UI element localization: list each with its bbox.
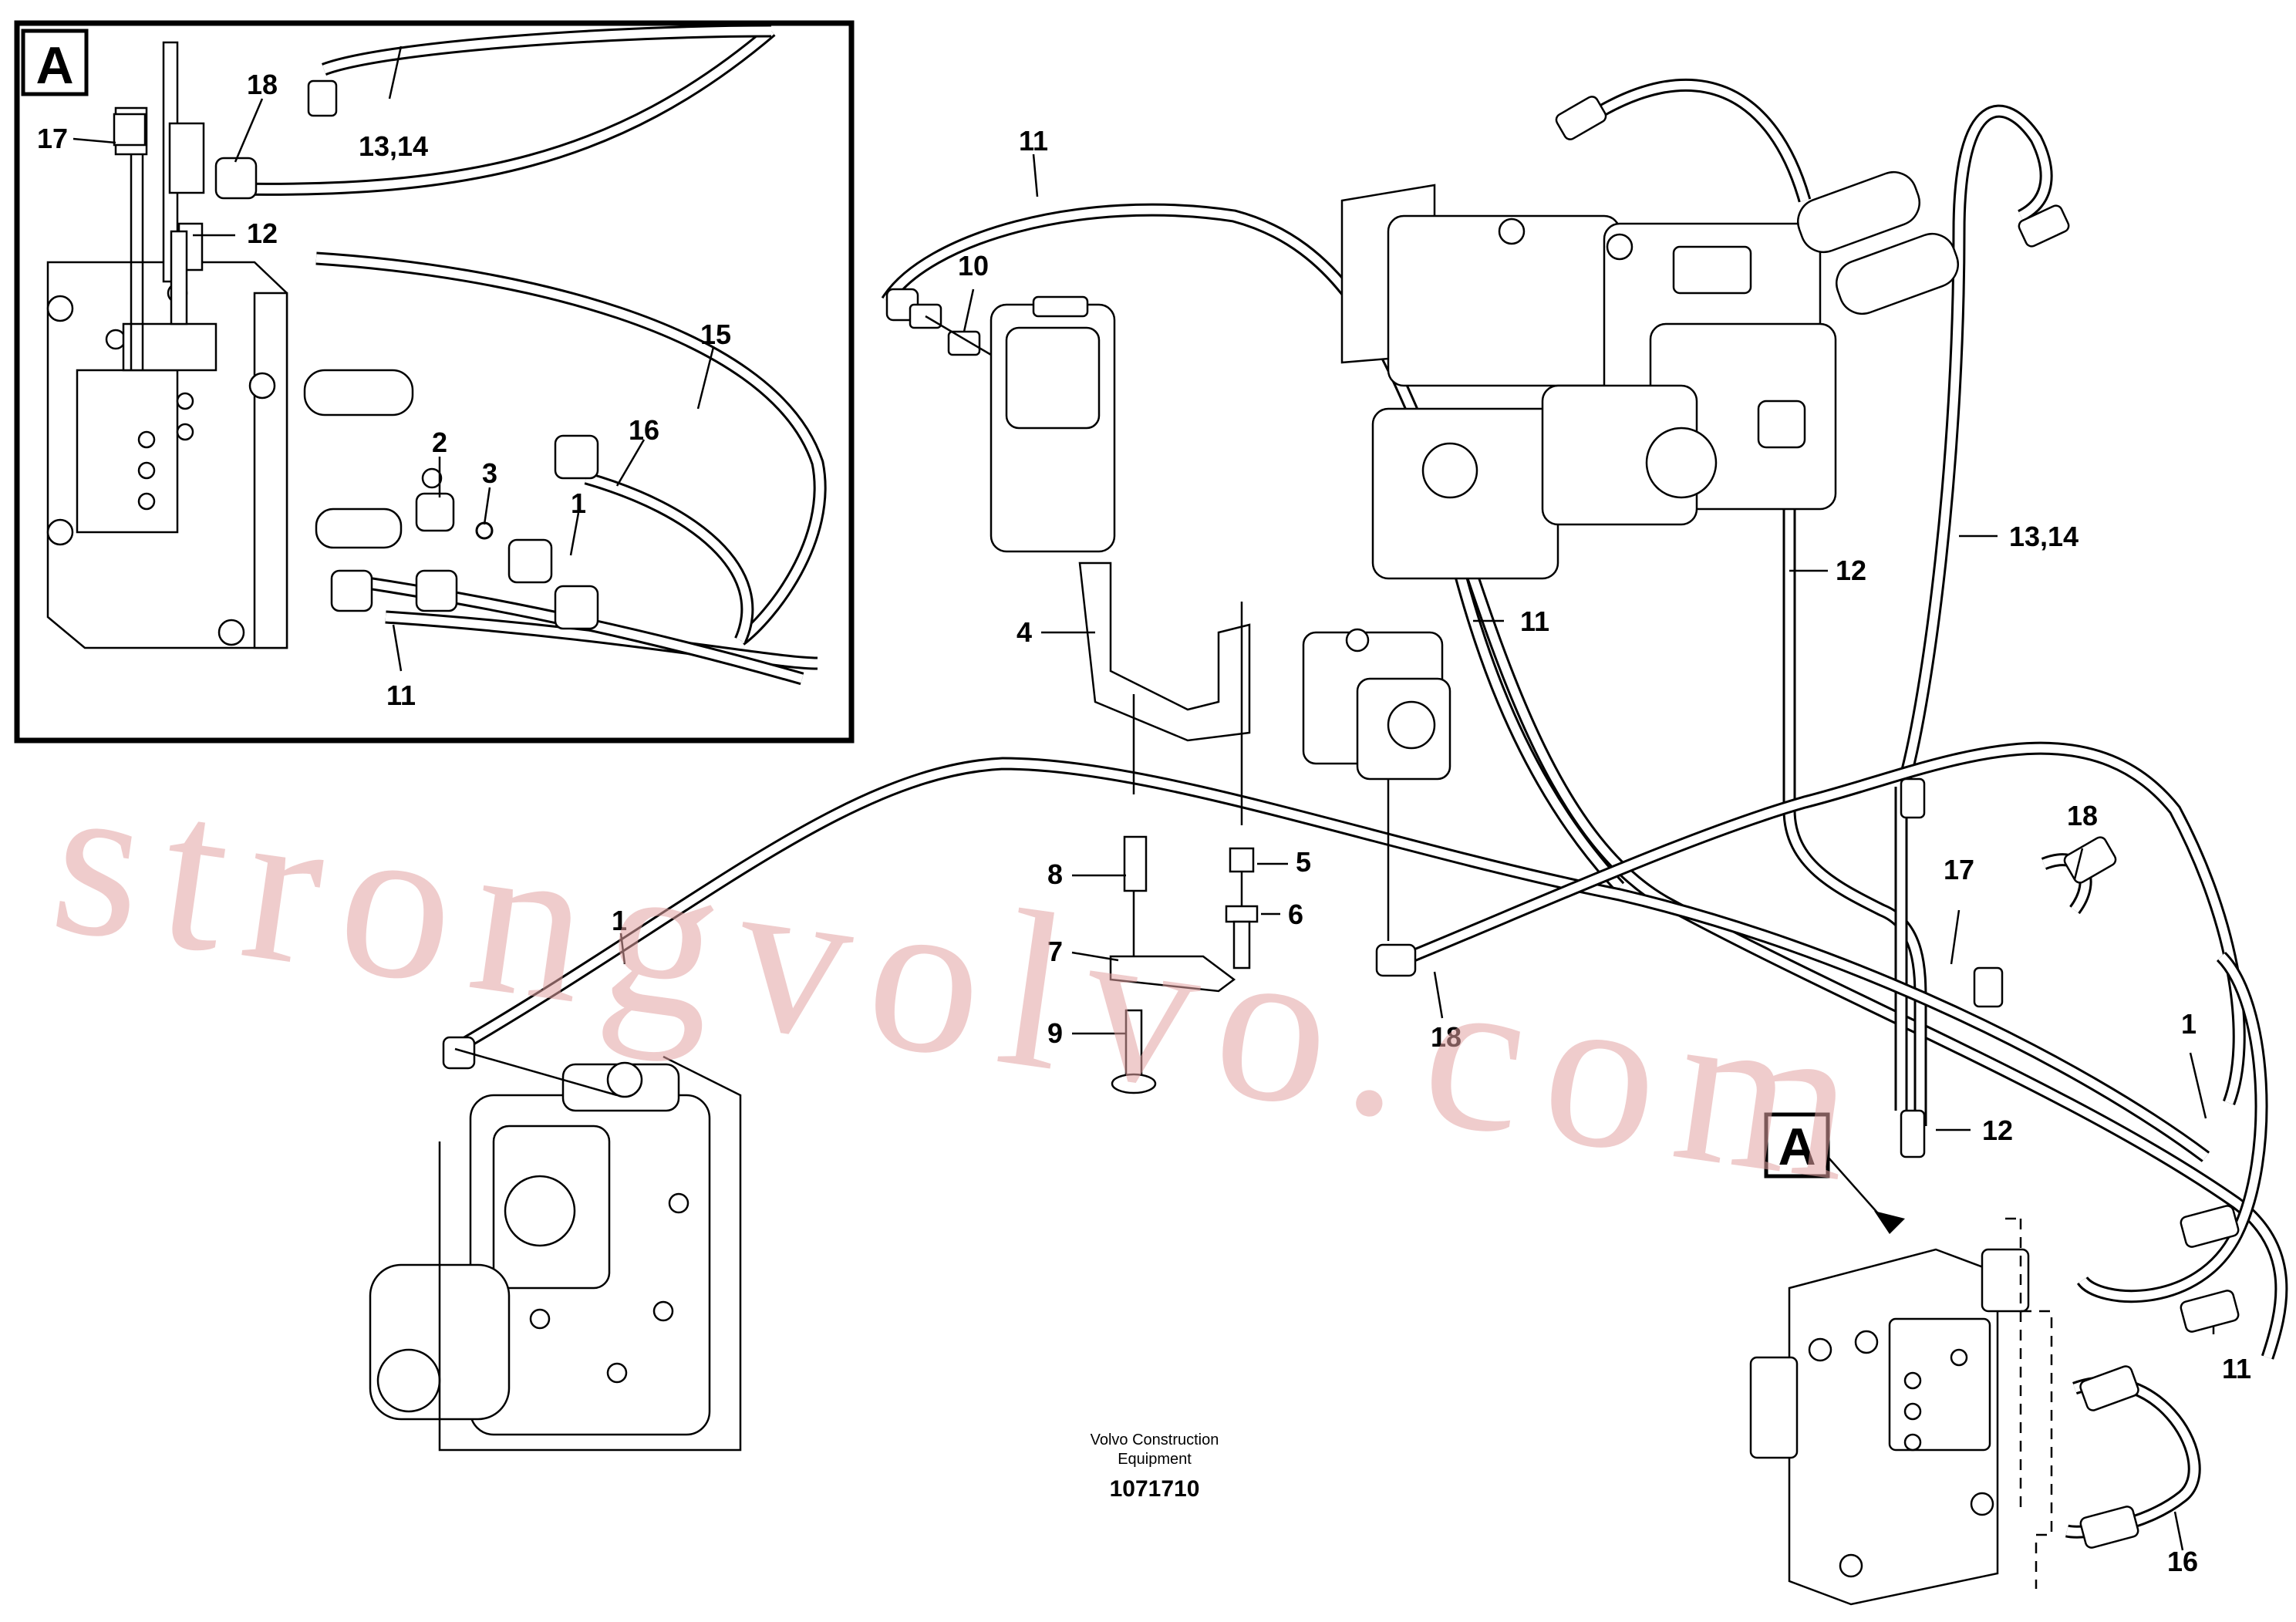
callout-1-detail: 1 [571,487,586,519]
callout-12-right: 12 [1836,555,1866,586]
callout-11-detail: 11 [386,679,416,711]
pressure-sensor [909,295,1116,553]
callout-18-right: 18 [2067,800,2098,831]
pump-assembly [1340,170,1959,580]
credit-line2: Equipment [1118,1451,1192,1468]
callout-3-detail: 3 [482,457,497,489]
drawing-number: 1071710 [1110,1476,1200,1502]
callout-13-14-right: 13,14 [2009,521,2079,552]
callout-8: 8 [1047,858,1063,890]
callout-15-detail: 15 [700,319,731,350]
control-valve-body [369,1047,742,1452]
bracket [1078,561,1251,825]
callout-16-lower: 16 [2167,1546,2198,1577]
detail-view-label: A [35,36,73,95]
callout-12-detail: 12 [247,218,278,249]
valve-block-main [1749,1217,2053,1606]
hoses-main [451,79,2288,1539]
callout-1-left: 1 [612,905,627,936]
callout-1-right: 1 [2181,1008,2197,1040]
callout-5: 5 [1296,846,1311,878]
callout-13-14-detail: 13,14 [359,130,428,162]
callout-17-right: 17 [1944,854,1974,885]
callout-11-lower: 11 [2222,1353,2251,1384]
watermark-text: strongvolvo.com [40,730,1890,1231]
credit-line1: Volvo Construction [1091,1431,1219,1448]
callout-17-detail: 17 [37,123,68,154]
callout-18-detail: 18 [247,69,278,100]
callout-2-detail: 2 [432,427,447,458]
credit-block: Volvo Construction Equipment 1071710 [1091,1431,1219,1502]
callout-4: 4 [1017,616,1032,648]
detail-view-a: A [14,20,855,744]
hose-fittings-main [442,96,2240,1549]
callout-11-top: 11 [1019,125,1048,157]
callout-9: 9 [1047,1017,1063,1049]
callout-18-center: 18 [1431,1021,1462,1053]
hoses-detail [231,24,827,686]
callout-11-center: 11 [1520,605,1549,637]
valve-block-detail [46,261,443,649]
callout-12-lower: 12 [1982,1114,2013,1146]
callout-7: 7 [1047,936,1063,967]
fasteners [1109,835,1259,1094]
callouts-main: 11 10 4 8 5 6 7 9 1 18 11 12 13,14 18 17… [612,125,2251,1577]
callout-6: 6 [1288,899,1303,930]
reference-marker-a: A [1764,1112,1905,1234]
callout-10: 10 [958,250,989,282]
callout-16-detail: 16 [629,414,659,446]
leader-lines-main [619,153,2215,1551]
pilot-valve [1302,628,1451,941]
reference-marker-label: A [1778,1118,1816,1176]
